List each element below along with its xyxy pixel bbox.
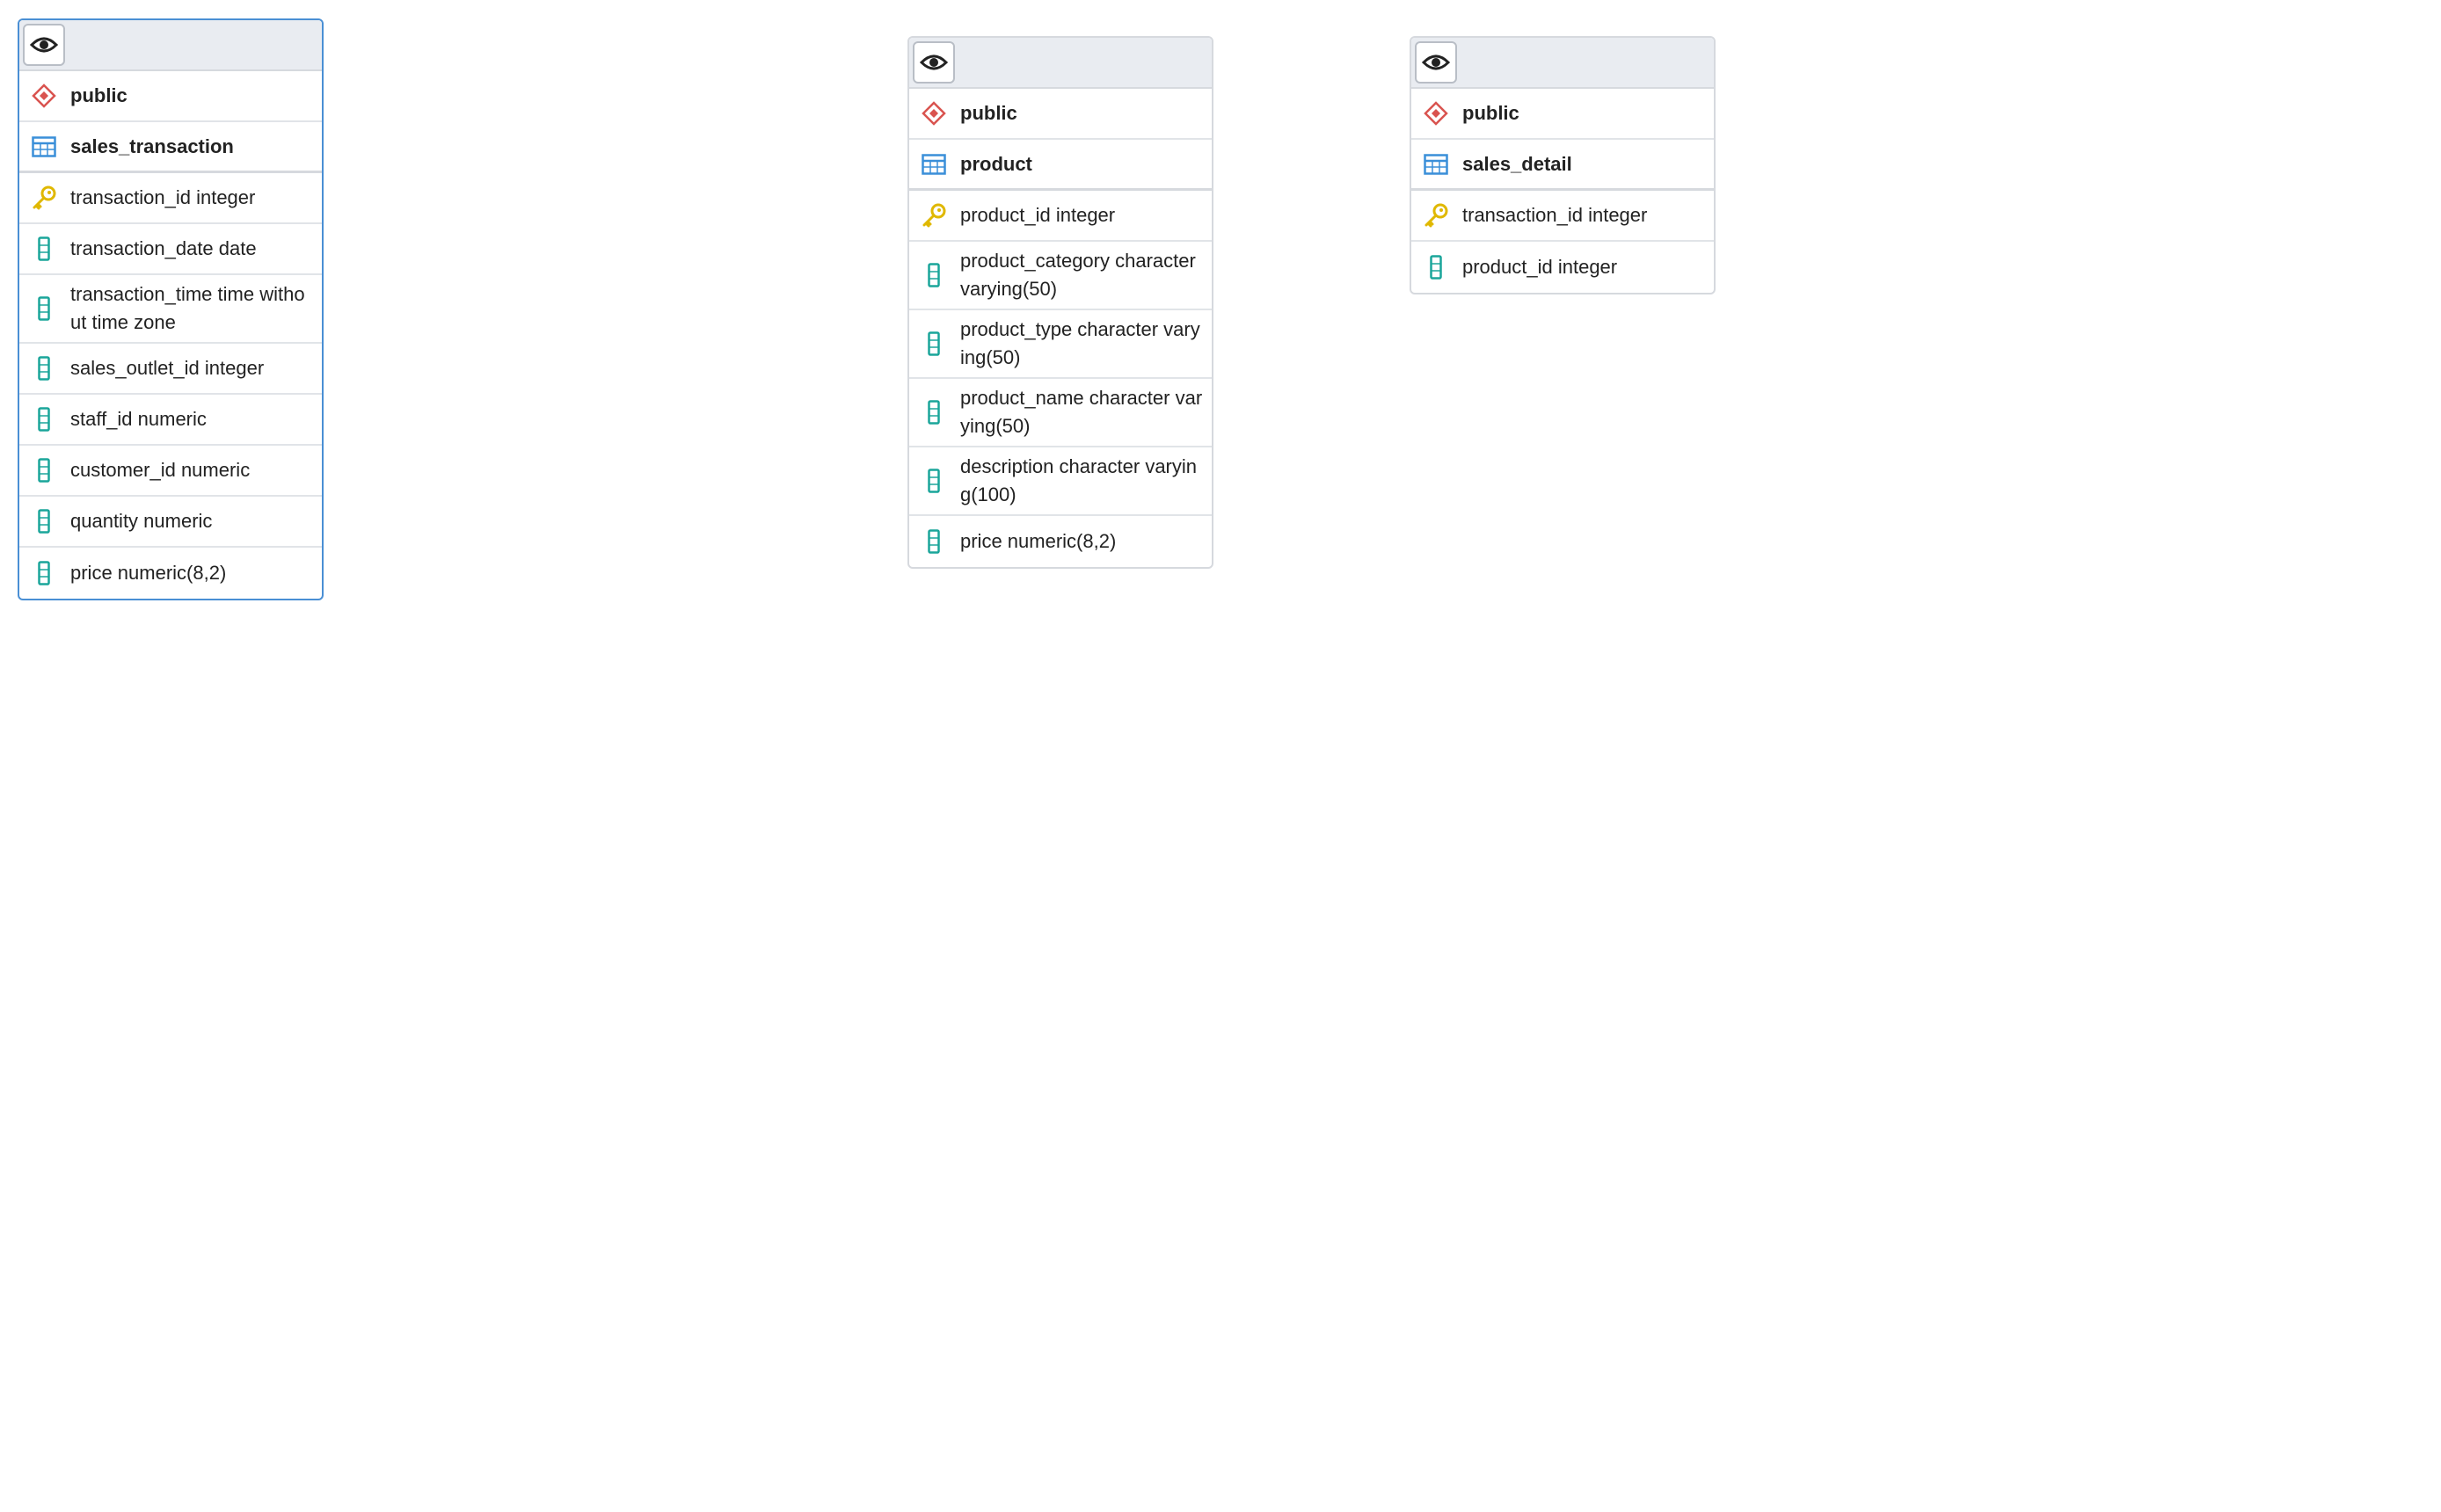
schema-row: public: [19, 71, 322, 122]
column-row: transaction_time time without time zone: [19, 275, 322, 344]
node-header: [19, 20, 322, 71]
table-name: sales_detail: [1462, 152, 1572, 175]
primary-key-icon: [920, 201, 948, 229]
column-icon: [920, 261, 948, 289]
column-label: sales_outlet_id integer: [70, 357, 265, 379]
column-icon: [30, 235, 58, 263]
table-icon: [1422, 150, 1450, 178]
eye-icon[interactable]: [913, 41, 955, 84]
schema-icon: [30, 82, 58, 110]
column-label: transaction_id integer: [1462, 204, 1648, 226]
column-label: transaction_time time without time zone: [70, 283, 305, 333]
column-label: transaction_date date: [70, 237, 257, 259]
column-row: customer_id numeric: [19, 446, 322, 497]
column-label: price numeric(8,2): [960, 530, 1117, 552]
schema-name: public: [70, 84, 128, 106]
schema-name: public: [960, 102, 1017, 124]
column-icon: [1422, 253, 1450, 281]
column-row: staff_id numeric: [19, 395, 322, 446]
node-header: [1411, 38, 1714, 89]
column-icon: [30, 294, 58, 323]
column-icon: [920, 330, 948, 358]
table-icon: [30, 133, 58, 161]
table-node-product[interactable]: public product product_id integer produc…: [907, 36, 1213, 569]
column-row: price numeric(8,2): [909, 516, 1212, 567]
table-name-row: sales_transaction: [19, 122, 322, 173]
column-label: product_id integer: [960, 204, 1116, 226]
column-icon: [920, 467, 948, 495]
column-row: transaction_id integer: [1411, 191, 1714, 242]
column-row: product_category character varying(50): [909, 242, 1212, 310]
column-icon: [30, 559, 58, 587]
table-name-row: sales_detail: [1411, 140, 1714, 191]
column-label: product_name character varying(50): [960, 387, 1203, 437]
node-header: [909, 38, 1212, 89]
column-icon: [30, 456, 58, 484]
column-row: quantity numeric: [19, 497, 322, 548]
column-row: transaction_date date: [19, 224, 322, 275]
column-label: customer_id numeric: [70, 459, 251, 481]
schema-row: public: [909, 89, 1212, 140]
column-label: product_id integer: [1462, 256, 1618, 278]
column-row: product_type character varying(50): [909, 310, 1212, 379]
column-icon: [920, 527, 948, 556]
table-name: product: [960, 152, 1032, 175]
column-label: quantity numeric: [70, 510, 213, 532]
table-name-row: product: [909, 140, 1212, 191]
column-label: staff_id numeric: [70, 408, 207, 430]
column-row: product_id integer: [909, 191, 1212, 242]
column-label: product_type character varying(50): [960, 318, 1200, 368]
column-label: product_category character varying(50): [960, 250, 1196, 300]
table-name: sales_transaction: [70, 134, 234, 157]
column-icon: [30, 354, 58, 382]
column-label: price numeric(8,2): [70, 562, 227, 584]
schema-row: public: [1411, 89, 1714, 140]
column-label: transaction_id integer: [70, 186, 256, 208]
column-row: transaction_id integer: [19, 173, 322, 224]
column-row: product_id integer: [1411, 242, 1714, 293]
column-row: product_name character varying(50): [909, 379, 1212, 447]
column-row: description character varying(100): [909, 447, 1212, 516]
table-icon: [920, 150, 948, 178]
table-node-sales-detail[interactable]: public sales_detail transaction_id integ…: [1410, 36, 1716, 294]
schema-icon: [920, 99, 948, 127]
schema-name: public: [1462, 102, 1519, 124]
column-label: description character varying(100): [960, 455, 1198, 505]
eye-icon[interactable]: [1415, 41, 1457, 84]
column-icon: [30, 507, 58, 535]
schema-icon: [1422, 99, 1450, 127]
column-icon: [920, 398, 948, 426]
eye-icon[interactable]: [23, 24, 65, 66]
primary-key-icon: [1422, 201, 1450, 229]
column-icon: [30, 405, 58, 433]
column-row: sales_outlet_id integer: [19, 344, 322, 395]
primary-key-icon: [30, 184, 58, 212]
table-node-sales-transaction[interactable]: public sales_transaction transaction_id …: [18, 18, 324, 600]
column-row: price numeric(8,2): [19, 548, 322, 599]
